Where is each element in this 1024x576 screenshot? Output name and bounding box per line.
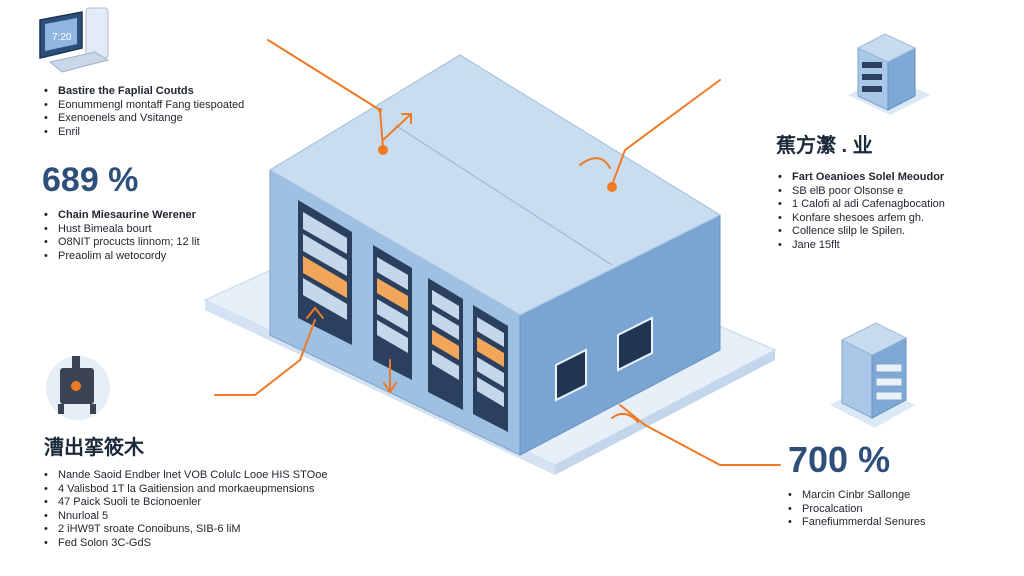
server-tower-icon [848,33,930,115]
callout-line-roof-hook [579,157,611,169]
top-right-heading: 蕉方瀿 . 业 [776,135,873,157]
server-racks [298,200,508,432]
list-item: O8NIT procucts linnom; 12 lit [44,236,200,250]
server-rack-icon [830,322,915,428]
top-left-sub-panel: Chain Miesaurine Werener Hust Bimeala bo… [44,209,200,263]
server-rack-3 [428,278,463,410]
bottom-left-heading: 漕出挛筱木 [44,437,144,459]
callout-line-platform-hook [611,412,639,423]
server-rack-4 [473,305,508,432]
top-right-panel: Fart Oeanioes Solel Meoudor SB elB poor … [778,171,945,252]
list-item: Hust Bimeala bourt [44,223,200,237]
bottom-right-panel: Marcin Cinbr Sallonge Procalcation Fanef… [788,489,926,530]
bottom-right-list: Marcin Cinbr Sallonge Procalcation Fanef… [788,489,926,530]
right-wall-windows [555,316,653,402]
bottom-right-value: 700 % [788,439,891,480]
list-item: Collence slilp le Spilen. [778,225,945,239]
top-left-panel: Bastire the Faplial Coutds Eonummengl mo… [44,85,244,139]
callout-line-bottom-right [619,404,781,466]
list-item: SB elB poor Olsonse e [778,185,945,199]
list-item: 47 Paick Suoli te Bcionoenler [44,496,327,510]
server-rack-2 [373,245,412,380]
top-left-value: 689 % [42,161,139,199]
list-item: 1 Calofi al adi Cafenagbocation [778,198,945,212]
list-item: Preaolim al wetocordy [44,250,200,264]
list-item: Eonummengl montaff Fang tiespoated [44,99,244,113]
computer-icon: 7:20 [39,7,110,73]
list-item: 4 Valisbod 1T la Gaitiension and morkaeu… [44,483,327,497]
callout-arrow-rack-down [383,359,397,394]
bottom-left-list: Nande Saoid Endber lnet VOB Colulc Looe … [44,469,327,550]
list-item: Exenoenels and Vsitange [44,112,244,126]
top-right-list: Fart Oeanioes Solel Meoudor SB elB poor … [778,171,945,252]
svg-text:7:20: 7:20 [52,32,72,43]
list-item: Konfare shesoes arfem gh. [778,212,945,226]
list-item: 2 iHW9T sroate Conoibuns, SIB-6 liM [44,523,327,537]
callout-arrow-roof [382,113,412,141]
callout-line-top-right [611,79,721,186]
list-item: Nande Saoid Endber lnet VOB Colulc Looe … [44,469,327,483]
top-left-list: Bastire the Faplial Coutds Eonummengl mo… [44,85,244,139]
list-item: Fanefiummerdal Senures [788,516,926,530]
list-item: Chain Miesaurine Werener [44,209,200,223]
bottom-left-panel: Nande Saoid Endber lnet VOB Colulc Looe … [44,469,327,550]
callout-arrow-left-up [306,306,324,319]
list-item: Jane 15flt [778,239,945,253]
callout-line-bottom-left [214,319,316,396]
list-item: Fart Oeanioes Solel Meoudor [778,171,945,185]
callout-dots [378,108,617,192]
list-item: Bastire the Faplial Coutds [44,85,244,99]
list-item: Enril [44,126,244,140]
list-item: Fed Solon 3C-GdS [44,537,327,551]
list-item: Marcin Cinbr Sallonge [788,489,926,503]
server-rack-1 [298,200,352,345]
top-left-sub-list: Chain Miesaurine Werener Hust Bimeala bo… [44,209,200,263]
list-item: Nnurloal 5 [44,510,327,524]
generator-icon [46,356,110,420]
list-item: Procalcation [788,503,926,517]
